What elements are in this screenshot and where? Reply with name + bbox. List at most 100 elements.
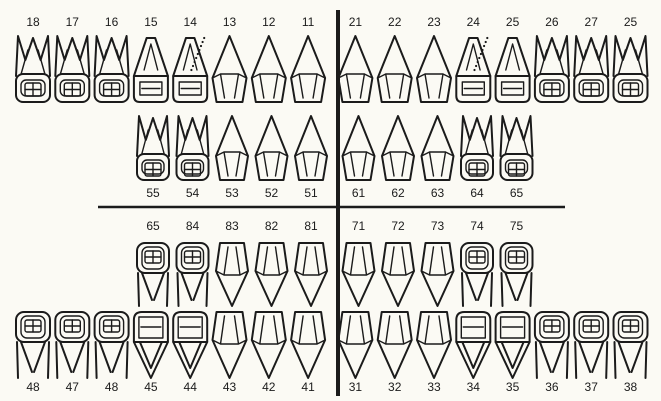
tooth-82: 82 xyxy=(256,219,288,306)
tooth-number-label: 25 xyxy=(506,15,520,29)
tooth-38: 38 xyxy=(614,312,648,394)
tooth-number-label: 82 xyxy=(265,219,279,233)
tooth-number-label: 52 xyxy=(265,186,279,200)
tooth-18: 18 xyxy=(16,15,50,102)
tooth-number-label: 48 xyxy=(105,380,119,394)
tooth-75: 75 xyxy=(501,219,533,306)
tooth-number-label: 18 xyxy=(26,15,40,29)
tooth-73: 73 xyxy=(422,219,454,306)
tooth-number-label: 16 xyxy=(105,15,119,29)
tooth-21: 21 xyxy=(338,15,372,102)
tooth-28: 25 xyxy=(614,15,648,102)
tooth-number-label: 81 xyxy=(304,219,318,233)
tooth-51: 51 xyxy=(295,116,327,200)
tooth-number-label: 41 xyxy=(301,380,315,394)
tooth-number-label: 38 xyxy=(624,380,638,394)
tooth-85: 65 xyxy=(137,219,169,306)
tooth-36: 36 xyxy=(535,312,569,394)
tooth-number-label: 45 xyxy=(144,380,158,394)
tooth-17: 17 xyxy=(55,15,89,102)
tooth-64: 64 xyxy=(461,116,493,200)
tooth-number-label: 44 xyxy=(184,380,198,394)
tooth-27: 27 xyxy=(574,15,608,102)
tooth-number-label: 74 xyxy=(470,219,484,233)
tooth-33: 33 xyxy=(417,312,451,394)
tooth-72: 72 xyxy=(382,219,414,306)
tooth-number-label: 34 xyxy=(467,380,481,394)
tooth-number-label: 71 xyxy=(352,219,366,233)
tooth-number-label: 12 xyxy=(262,15,276,29)
tooth-41: 41 xyxy=(291,312,325,394)
tooth-number-label: 75 xyxy=(510,219,524,233)
tooth-number-label: 61 xyxy=(352,186,366,200)
tooth-number-label: 53 xyxy=(225,186,239,200)
tooth-26: 26 xyxy=(535,15,569,102)
tooth-number-label: 73 xyxy=(431,219,445,233)
row-lower-primary: 65 84 83 82 81 71 72 73 74 75 xyxy=(137,219,533,306)
tooth-65: 65 xyxy=(501,116,533,200)
tooth-35: 35 xyxy=(496,312,530,394)
tooth-11: 11 xyxy=(291,15,325,102)
tooth-74: 74 xyxy=(461,219,493,306)
tooth-number-label: 43 xyxy=(223,380,237,394)
tooth-61: 61 xyxy=(343,116,375,200)
tooth-53: 53 xyxy=(216,116,248,200)
tooth-number-label: 13 xyxy=(223,15,237,29)
tooth-55: 55 xyxy=(137,116,169,200)
tooth-number-label: 14 xyxy=(184,15,198,29)
tooth-number-label: 63 xyxy=(431,186,445,200)
row-upper-permanent: 18 17 16 15 14 13 12 11 21 22 23 24 25 26 27 25 xyxy=(16,15,648,102)
tooth-62: 62 xyxy=(382,116,414,200)
tooth-31: 31 xyxy=(338,312,372,394)
tooth-number-label: 55 xyxy=(146,186,160,200)
tooth-16: 16 xyxy=(95,15,129,102)
tooth-44: 44 xyxy=(173,312,207,394)
tooth-number-label: 17 xyxy=(66,15,80,29)
tooth-number-label: 84 xyxy=(186,219,200,233)
tooth-54: 54 xyxy=(177,116,209,200)
tooth-number-label: 42 xyxy=(262,380,276,394)
tooth-14: 14 xyxy=(173,15,207,102)
tooth-number-label: 72 xyxy=(391,219,405,233)
tooth-number-label: 62 xyxy=(391,186,405,200)
tooth-63: 63 xyxy=(422,116,454,200)
tooth-84: 84 xyxy=(177,219,209,306)
tooth-71: 71 xyxy=(343,219,375,306)
tooth-13: 13 xyxy=(213,15,247,102)
tooth-24: 24 xyxy=(456,15,490,102)
tooth-48: 48 xyxy=(16,312,50,394)
tooth-number-label: 33 xyxy=(427,380,441,394)
tooth-25: 25 xyxy=(496,15,530,102)
tooth-number-label: 65 xyxy=(510,186,524,200)
tooth-37: 37 xyxy=(574,312,608,394)
tooth-number-label: 24 xyxy=(467,15,481,29)
tooth-23: 23 xyxy=(417,15,451,102)
tooth-number-label: 35 xyxy=(506,380,520,394)
tooth-15: 15 xyxy=(134,15,168,102)
row-lower-permanent: 48 47 48 45 44 43 42 41 31 32 33 34 35 36 37 38 xyxy=(16,312,648,394)
tooth-number-label: 23 xyxy=(427,15,441,29)
tooth-number-label: 64 xyxy=(470,186,484,200)
tooth-number-label: 47 xyxy=(66,380,80,394)
tooth-number-label: 48 xyxy=(26,380,40,394)
tooth-42: 42 xyxy=(252,312,286,394)
tooth-number-label: 27 xyxy=(585,15,599,29)
tooth-number-label: 26 xyxy=(545,15,559,29)
tooth-83: 83 xyxy=(216,219,248,306)
tooth-number-label: 37 xyxy=(585,380,599,394)
tooth-number-label: 22 xyxy=(388,15,402,29)
tooth-32: 32 xyxy=(378,312,412,394)
tooth-34: 34 xyxy=(456,312,490,394)
tooth-number-label: 21 xyxy=(349,15,363,29)
tooth-46: 48 xyxy=(95,312,129,394)
tooth-number-label: 15 xyxy=(144,15,158,29)
tooth-22: 22 xyxy=(378,15,412,102)
tooth-52: 52 xyxy=(256,116,288,200)
tooth-12: 12 xyxy=(252,15,286,102)
tooth-number-label: 31 xyxy=(349,380,363,394)
tooth-number-label: 11 xyxy=(302,15,315,29)
tooth-number-label: 51 xyxy=(304,186,318,200)
tooth-43: 43 xyxy=(213,312,247,394)
